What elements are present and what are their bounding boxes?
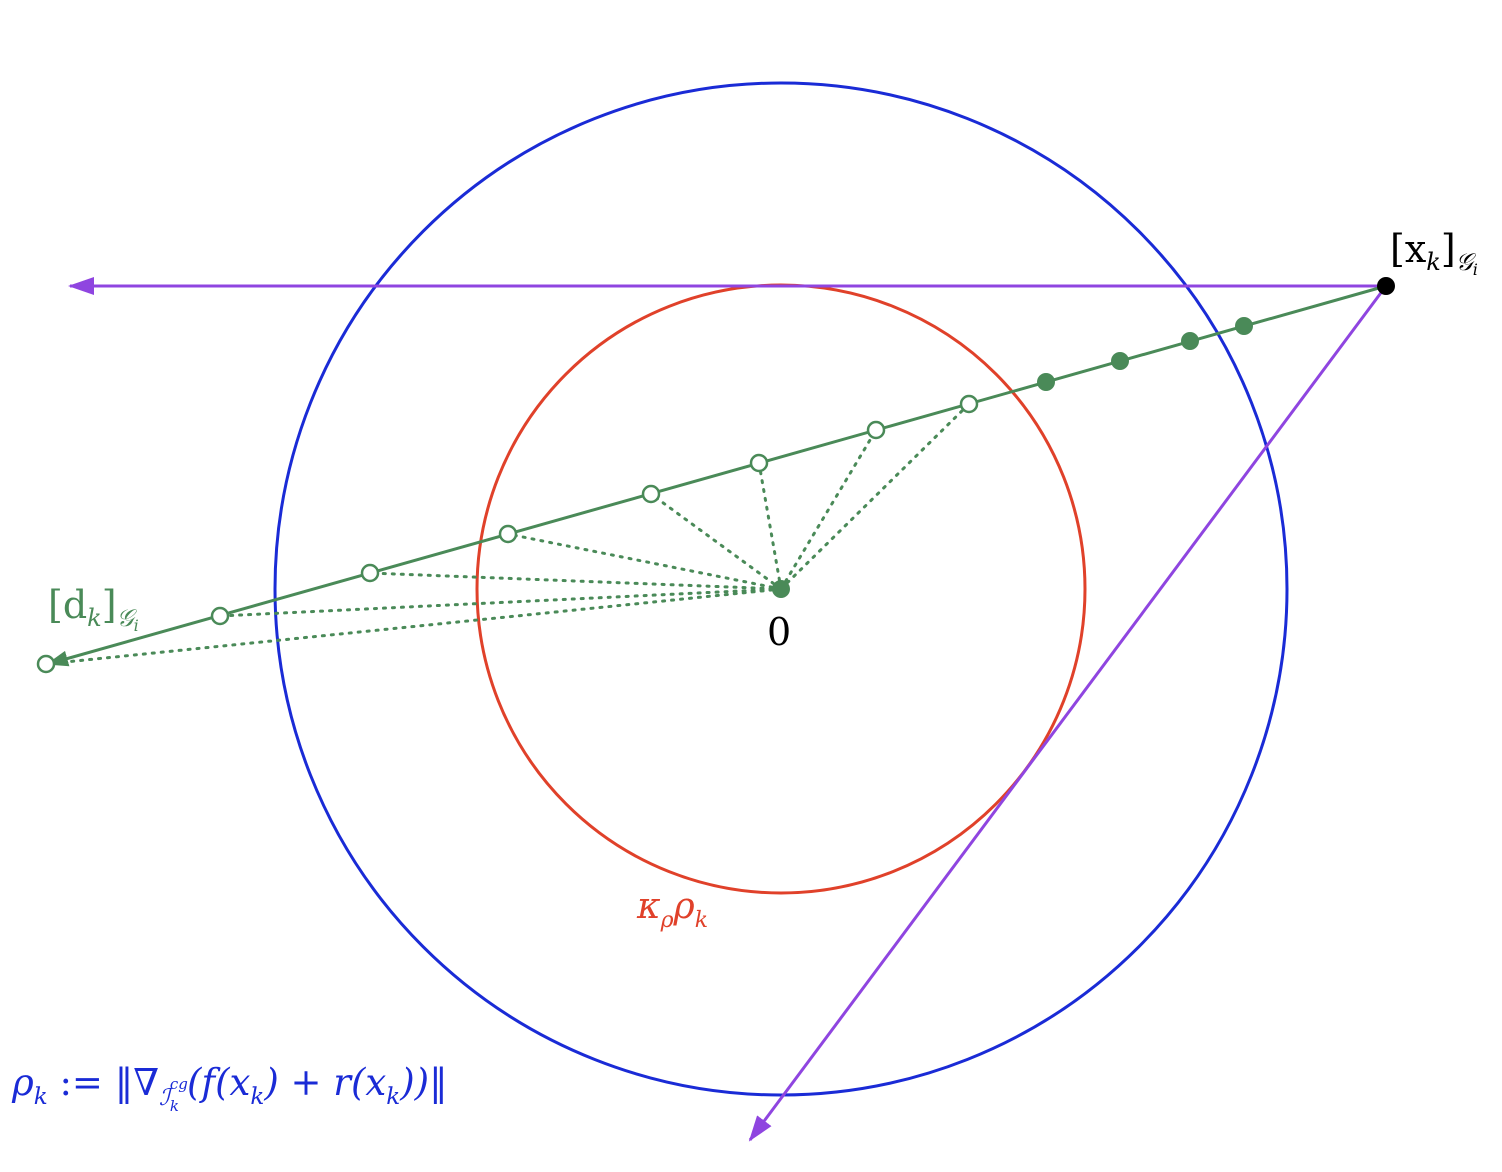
open-circle-icon — [360, 563, 380, 583]
dotted-connector — [779, 428, 878, 591]
open-circle-icon — [749, 453, 769, 473]
filled-circle-icon — [1111, 352, 1129, 370]
direction-label-base: [d — [48, 583, 87, 627]
dotted-connector — [506, 532, 783, 591]
outer-radius-expr-mid: ) + r(x — [263, 1061, 386, 1104]
origin-point — [772, 580, 790, 598]
point-label-close: ] — [1441, 227, 1456, 271]
outer-radius-expr-sub2: k — [386, 1084, 400, 1110]
direction-label-close: ] — [102, 583, 117, 627]
origin-label: 0 — [767, 610, 791, 654]
inner-radius-kappa-sub: ρ — [660, 908, 674, 933]
point-xk — [1377, 277, 1395, 295]
outer-radius-expr-end: ))‖ — [399, 1061, 447, 1104]
open-circle-icon — [959, 394, 979, 414]
diagonal-ray — [748, 285, 1388, 1142]
filled-markers — [1037, 317, 1253, 391]
direction-label-sub: k — [87, 604, 102, 632]
filled-circle-icon — [1181, 332, 1199, 350]
outer-radius-expr-sub1: k — [250, 1084, 264, 1110]
open-circle-icon — [866, 420, 886, 440]
dotted-connector — [779, 402, 971, 591]
inner-radius-kappa: κ — [636, 886, 661, 927]
dotted-connectors — [44, 402, 971, 666]
open-circle-icon — [641, 484, 661, 504]
outer-radius-rho: ρ — [11, 1061, 34, 1104]
dotted-connector — [649, 492, 783, 591]
open-circle-icon — [498, 524, 518, 544]
inner-radius-rho: ρ — [673, 886, 695, 927]
point-label-set: 𝒢 — [1456, 248, 1477, 276]
open-markers — [36, 394, 979, 674]
direction-label: [dk]𝒢i — [48, 583, 139, 635]
outer-radius-assign: := ‖∇ — [48, 1061, 159, 1104]
filled-circle-icon — [1235, 317, 1253, 335]
dotted-connector — [44, 587, 783, 666]
dotted-connector — [757, 461, 783, 591]
outer-radius-rho-sub: k — [34, 1084, 48, 1110]
outer-radius-index-sub: k — [170, 1097, 179, 1115]
outer-radius-index-sup: cg — [170, 1075, 188, 1093]
filled-circle-icon — [1037, 373, 1055, 391]
direction-label-set: 𝒢 — [117, 604, 138, 632]
inner-radius-rho-sub: k — [695, 908, 708, 933]
outer-radius-expr: (f(x — [187, 1061, 251, 1104]
point-label-base: [x — [1390, 227, 1426, 271]
inner-radius-label: κρρk — [636, 886, 708, 933]
open-circle-icon — [36, 654, 56, 674]
point-label-set-sub: i — [1473, 260, 1478, 279]
point-label-sub: k — [1426, 248, 1441, 276]
outer-circle — [273, 81, 1289, 1097]
dotted-connector — [218, 587, 783, 618]
direction-line — [46, 284, 1387, 667]
point-label: [xk]𝒢i — [1390, 227, 1478, 279]
dotted-connector — [368, 571, 783, 591]
open-circle-icon — [210, 606, 230, 626]
direction-label-set-sub: i — [134, 616, 139, 635]
